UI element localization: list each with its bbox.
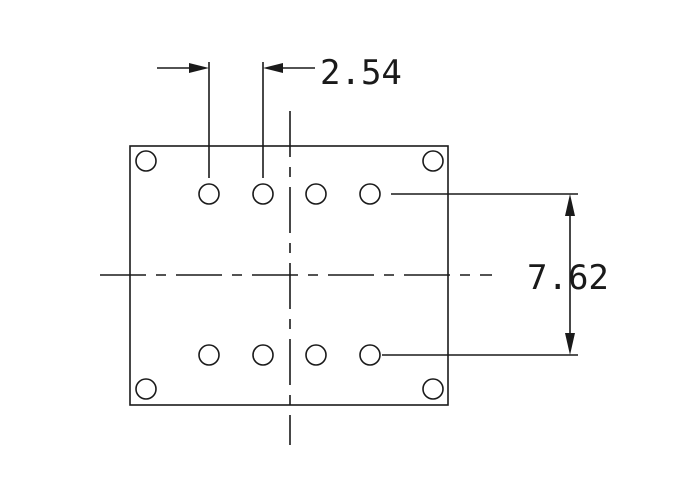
pin-top-2: [252, 183, 274, 205]
pitch-arrowhead-right: [263, 63, 283, 73]
pin-top-1: [198, 183, 220, 205]
corner-hole-top-right: [422, 150, 444, 172]
pin-top-3: [305, 183, 327, 205]
row-arrowhead-top: [565, 194, 575, 216]
corner-hole-top-left: [135, 150, 157, 172]
corner-hole-bottom-right: [422, 378, 444, 400]
pin-top-4: [359, 183, 381, 205]
corner-hole-bottom-left: [135, 378, 157, 400]
pitch-dimension-label: 2.54: [320, 53, 402, 93]
row-spacing-dimension-label: 7.62: [527, 258, 609, 298]
pin-bottom-2: [252, 344, 274, 366]
row-arrowhead-bottom: [565, 333, 575, 355]
pin-bottom-4: [359, 344, 381, 366]
pin-bottom-3: [305, 344, 327, 366]
pin-bottom-1: [198, 344, 220, 366]
pitch-arrowhead-left: [189, 63, 209, 73]
